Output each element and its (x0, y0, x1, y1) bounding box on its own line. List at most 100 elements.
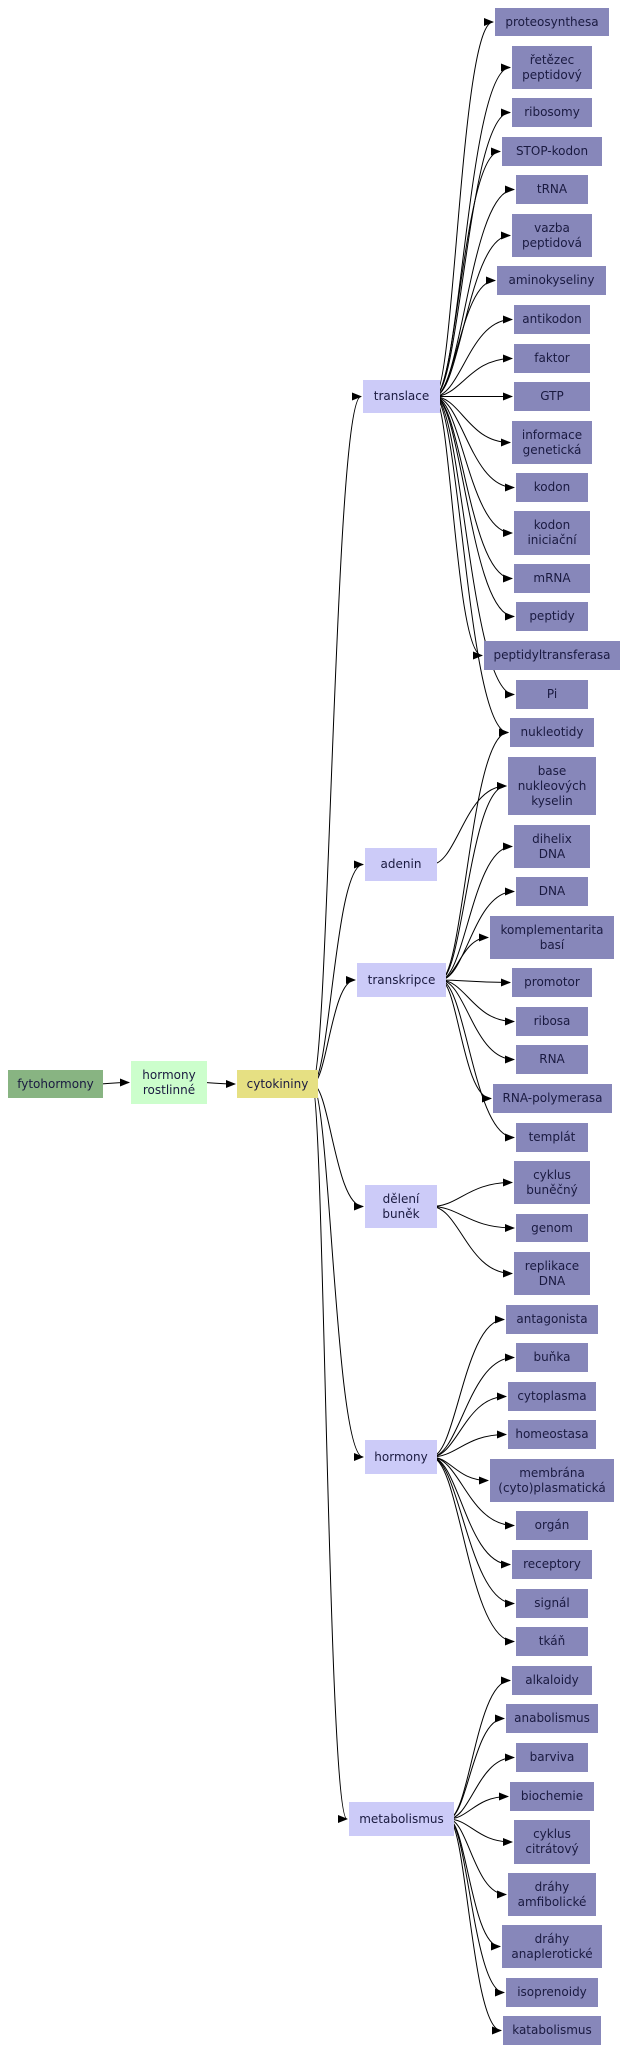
node-receptory: receptory (512, 1550, 592, 1579)
edge-hormony-to-cytoplasma (430, 1392, 507, 1458)
edge-metabolismus-to-cyklus-citratovy (447, 1818, 513, 1846)
node-proteosynthesa: proteosynthesa (495, 8, 609, 36)
node-fytohormony: fytohormony (8, 1070, 103, 1098)
edge-adenin-to-base-nukleovych-kyselin (430, 782, 507, 865)
node-biochemie: biochemie (510, 1782, 594, 1811)
node-informace-geneticka: informace genetická (512, 421, 592, 464)
edge-hormony-to-homeostasa (430, 1430, 507, 1458)
node-genom: genom (516, 1214, 588, 1242)
node-dihelix-dna: dihelix DNA (514, 825, 590, 868)
edge-translace-to-faktor (433, 354, 513, 397)
edge-cytokininy-to-translace (311, 392, 362, 1085)
edge-translace-to-antikodon (433, 315, 513, 397)
node-kodon-iniciacni: kodon iniciační (514, 511, 590, 555)
node-mrna: mRNA (514, 564, 590, 593)
node-peptidyltransferasa: peptidyltransferasa (484, 641, 620, 670)
node-ribosomy: ribosomy (512, 98, 592, 127)
edge-hormony-to-organ (430, 1456, 515, 1530)
node-deleni-bunek: dělení buněk (365, 1185, 437, 1228)
edge-metabolismus-to-drahy-anaplerotické (447, 1818, 501, 1951)
edge-translace-to-retezec-peptidovy (433, 63, 511, 397)
node-kodon: kodon (516, 473, 588, 502)
node-drahy-amfibolicke: dráhy amfibolické (508, 1873, 596, 1916)
node-signal: signál (516, 1589, 588, 1618)
edge-translace-to-kodon (433, 396, 515, 492)
node-cyklus-citratovy: cyklus citrátový (514, 1820, 590, 1864)
node-retezec-peptidovy: řetězec peptidový (512, 46, 592, 89)
node-pi: Pi (516, 680, 588, 709)
edge-hormony-to-signal (430, 1456, 515, 1608)
node-antikodon: antikodon (514, 305, 590, 334)
node-katabolismus: katabolismus (503, 2016, 601, 2045)
edge-hormony-to-bunka (430, 1353, 515, 1458)
edge-translace-to-ribosomy (433, 108, 511, 397)
node-stop-kodon: STOP-kodon (502, 137, 602, 166)
edge-deleni-bunek-to-replikace-dna (430, 1206, 513, 1278)
node-aminokyseliny: aminokyseliny (497, 266, 606, 295)
edge-deleni-bunek-to-genom (430, 1206, 515, 1232)
edge-cytokininy-to-adenin (311, 860, 364, 1085)
node-rna: RNA (516, 1045, 588, 1074)
node-barviva: barviva (516, 1743, 588, 1772)
node-translace: translace (363, 380, 440, 413)
edge-deleni-bunek-to-cyklus-bunecny (430, 1178, 513, 1207)
node-peptidy: peptidy (516, 602, 588, 631)
node-faktor: faktor (514, 344, 590, 373)
edge-cytokininy-to-hormony (311, 1083, 364, 1461)
edge-transkripce-to-dihelix-dna (439, 842, 513, 981)
node-promotor: promotor (512, 968, 592, 997)
edge-cytokininy-to-transkripce (311, 976, 356, 1085)
edge-translace-to-nukleotidy (433, 396, 509, 737)
node-replikace-dna: replikace DNA (514, 1252, 590, 1295)
node-bunka: buňka (516, 1343, 588, 1372)
node-trna: tRNA (516, 175, 588, 204)
node-ribosa: ribosa (516, 1007, 588, 1036)
node-hormony: hormony (365, 1440, 437, 1474)
edge-translace-to-mrna (433, 396, 513, 583)
edge-metabolismus-to-anabolismus (447, 1714, 505, 1820)
edge-transkripce-to-templat (439, 979, 515, 1142)
edge-hormony-to-antagonista (430, 1315, 505, 1458)
node-gtp: GTP (514, 382, 590, 411)
edge-metabolismus-to-barviva (447, 1753, 515, 1820)
edge-translace-to-proteosynthesa (433, 18, 494, 397)
node-cytoplasma: cytoplasma (508, 1382, 596, 1411)
node-anabolismus: anabolismus (506, 1704, 598, 1733)
node-vazba-peptidova: vazba peptidová (512, 214, 592, 257)
edge-translace-to-peptidy (433, 396, 515, 621)
edge-translace-to-stop-kodon (433, 147, 501, 397)
edge-translace-to-informace-geneticka (433, 396, 511, 447)
node-cyklus-bunecny: cyklus buněčný (514, 1161, 590, 1204)
edge-metabolismus-to-isoprenoidy (447, 1818, 505, 1997)
edge-transkripce-to-promotor (439, 978, 511, 987)
node-base-nukleovych-kyselin: base nukleových kyselin (508, 757, 596, 815)
edge-cytokininy-to-metabolismus (311, 1083, 348, 1823)
node-drahy-anaplerotické: dráhy anaplerotické (502, 1925, 602, 1968)
node-komplementarita-basi: komplementarita basí (490, 916, 614, 959)
node-alkaloidy: alkaloidy (512, 1666, 592, 1695)
node-organ: orgán (516, 1511, 588, 1540)
node-antagonista: antagonista (506, 1305, 598, 1334)
edge-translace-to-pi (433, 396, 515, 699)
node-transkripce: transkripce (357, 963, 446, 997)
node-tkan: tkáň (516, 1627, 588, 1656)
edge-metabolismus-to-drahy-amfibolicke (447, 1818, 507, 1899)
edge-hormony-to-tkan (430, 1456, 515, 1646)
edge-metabolismus-to-katabolismus (447, 1818, 502, 2035)
node-nukleotidy: nukleotidy (510, 718, 594, 747)
node-membrana: membrána (cyto)plasmatická (490, 1459, 614, 1502)
node-adenin: adenin (365, 848, 437, 881)
node-homeostasa: homeostasa (508, 1420, 596, 1449)
node-templat: templát (516, 1123, 588, 1152)
edge-transkripce-to-rna (439, 979, 515, 1064)
node-metabolismus: metabolismus (349, 1802, 454, 1836)
edge-transkripce-to-base-nukleovych-kyselin (439, 782, 507, 981)
edge-translace-to-aminokyseliny (433, 276, 496, 397)
node-hormony-rostlinne: hormony rostlinné (131, 1061, 207, 1104)
edge-translace-to-kodon-iniciacni (433, 396, 513, 537)
edge-transkripce-to-ribosa (439, 979, 515, 1026)
node-isoprenoidy: isoprenoidy (506, 1978, 598, 2007)
edge-transkripce-to-nukleotidy (439, 728, 509, 981)
node-dna: DNA (516, 877, 588, 906)
